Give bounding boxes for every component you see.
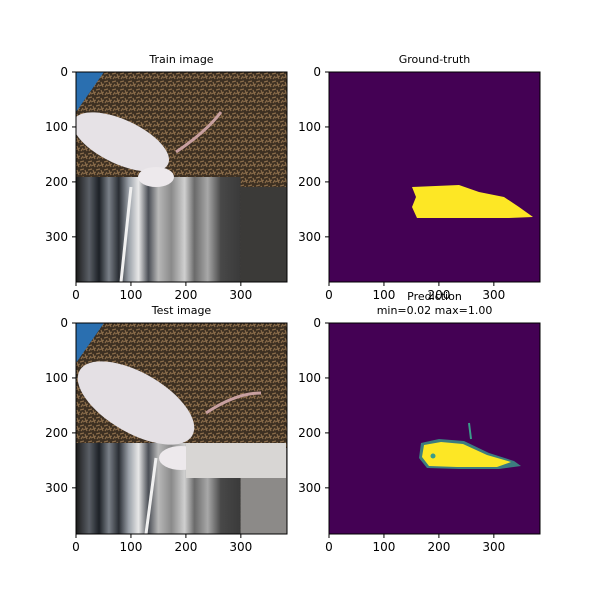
x-tick-label: 200 [427, 540, 451, 554]
x-tick-label: 0 [325, 288, 333, 302]
x-tick-label: 200 [174, 540, 198, 554]
x-tick-label: 0 [325, 540, 333, 554]
y-tick-label: 300 [298, 480, 321, 495]
x-tick-label: 300 [229, 540, 253, 554]
y-tick-label: 0 [313, 65, 321, 79]
x-tick-label: 0 [72, 288, 80, 302]
y-tick-label: 300 [45, 229, 68, 244]
y-tick-label: 300 [45, 480, 68, 495]
pred-mask-region [422, 442, 511, 467]
panels-layer [72, 71, 541, 538]
test-title: Test image [151, 304, 212, 317]
x-tick-label: 200 [174, 288, 198, 302]
y-tick-label: 200 [45, 425, 68, 440]
y-tick-label: 100 [45, 370, 68, 385]
pred-title: min=0.02 max=1.00 [376, 304, 493, 317]
x-tick-label: 100 [119, 288, 143, 302]
x-tick-label: 0 [72, 540, 80, 554]
y-tick-label: 300 [298, 229, 321, 244]
pred-frame [328, 322, 541, 535]
test-frame [75, 322, 288, 535]
gt-panel [325, 71, 541, 286]
train-panel [72, 71, 288, 286]
y-tick-label: 200 [45, 174, 68, 189]
train-frame [75, 71, 288, 283]
pred-panel [325, 322, 541, 538]
y-tick-label: 100 [298, 370, 321, 385]
y-tick-label: 0 [313, 316, 321, 330]
train-title: Train image [149, 53, 214, 66]
y-tick-label: 100 [45, 119, 68, 134]
y-tick-label: 100 [298, 119, 321, 134]
x-tick-label: 100 [372, 540, 396, 554]
x-tick-label: 300 [229, 288, 253, 302]
x-tick-label: 300 [482, 288, 506, 302]
test-panel [72, 322, 288, 538]
x-tick-label: 100 [119, 540, 143, 554]
x-tick-label: 200 [427, 288, 451, 302]
gt-mask-region [412, 185, 533, 218]
x-tick-label: 300 [482, 540, 506, 554]
gt-frame [328, 71, 541, 283]
pred-title: Prediction [407, 290, 462, 303]
y-tick-label: 0 [60, 316, 68, 330]
y-tick-label: 200 [298, 425, 321, 440]
y-tick-label: 0 [60, 65, 68, 79]
y-tick-label: 200 [298, 174, 321, 189]
x-tick-label: 100 [372, 288, 396, 302]
train-photo [76, 72, 287, 282]
test-photo [76, 323, 287, 534]
gt-mask [329, 72, 540, 282]
gt-title: Ground-truth [398, 53, 471, 66]
pred-mask [329, 323, 540, 534]
